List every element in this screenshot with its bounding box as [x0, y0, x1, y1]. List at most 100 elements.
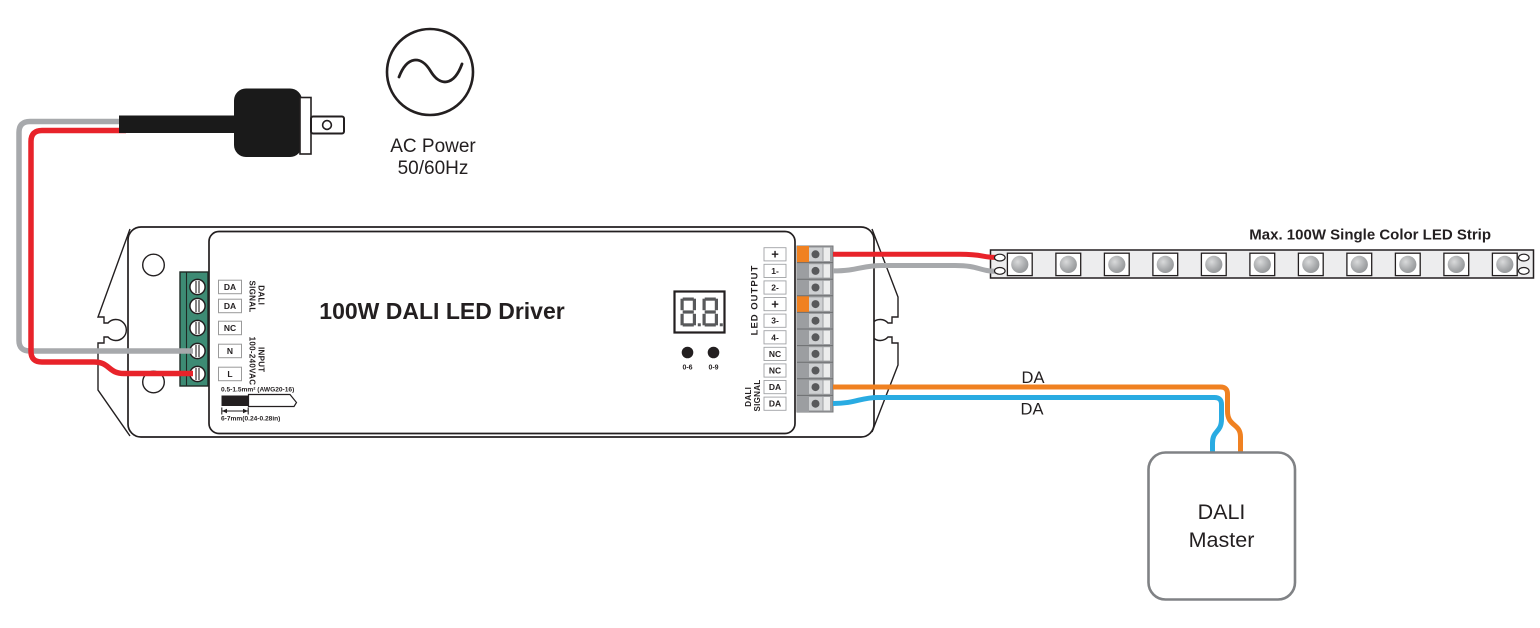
led-strip-label: Max. 100W Single Color LED Strip	[1249, 227, 1491, 244]
terminal-clamp	[797, 345, 809, 363]
ac-power-symbol: AC Power 50/60Hz	[385, 27, 476, 179]
led-chip-icon	[1108, 255, 1126, 273]
terminal-clamp	[797, 295, 809, 313]
terminal-wire-hole	[811, 383, 820, 392]
display-segment	[704, 323, 716, 327]
measure-arrow-left	[222, 408, 227, 414]
dali-master-line1: DALI	[1198, 500, 1246, 524]
dali-signal-output-line1: DALI	[744, 387, 753, 407]
strip-pad	[993, 266, 1006, 275]
led-chip-icon	[1011, 255, 1029, 273]
output-terminal-label: NC	[769, 366, 781, 376]
input-terminal-label: DA	[224, 301, 236, 311]
wire-spec-group: 0.5-1.5mm² (AWG20-16) 6-7mm(0.24-0.28in)	[221, 387, 298, 423]
display-segment	[704, 297, 716, 301]
plug-body-icon	[234, 88, 302, 157]
screw-terminal-icon	[189, 297, 206, 315]
led-chip-icon	[1447, 255, 1465, 273]
live-wire	[28, 127, 193, 377]
dali-signal-input-label: DALI SIGNAL	[247, 280, 265, 312]
sine-wave-icon	[397, 58, 464, 84]
address-display	[673, 290, 726, 334]
output-terminal-label-box	[763, 247, 787, 262]
display-segment	[680, 313, 684, 326]
output-terminal-label-box	[763, 380, 787, 395]
plug-prong-hole	[321, 119, 333, 131]
display-segment	[692, 313, 696, 326]
led-chip-icon	[1350, 255, 1368, 273]
display-segment	[702, 313, 706, 326]
display-frame	[673, 290, 726, 334]
output-terminal-label-box	[763, 297, 787, 312]
button-label-0-9: 0-9	[708, 365, 718, 372]
terminal-lever	[823, 380, 830, 394]
terminal-clamp	[797, 246, 809, 263]
terminal-lever	[823, 363, 830, 378]
mains-input-label: INPUT 100-240VAC	[247, 337, 265, 386]
output-terminal-label: 1-	[771, 266, 779, 276]
led-minus-wire	[832, 263, 999, 274]
input-terminal-label: L	[227, 369, 232, 379]
input-terminal-label-box	[218, 366, 242, 382]
led-chip-icon	[1253, 255, 1271, 273]
dali-da-wire-orange	[833, 384, 1243, 453]
display-segment	[682, 323, 694, 327]
output-terminal-label: 4-	[771, 332, 779, 342]
terminal-lever	[823, 264, 830, 278]
strip-pad	[993, 253, 1006, 262]
neutral-wire	[16, 118, 193, 354]
strip-pad	[1517, 253, 1530, 262]
terminal-lever	[823, 297, 830, 311]
input-terminal-label-box	[218, 343, 242, 359]
terminal-clamp	[797, 329, 809, 346]
screw-terminal-icon	[189, 278, 206, 296]
display-segment	[682, 297, 694, 301]
terminal-clamp	[797, 378, 809, 396]
display-segment	[682, 310, 694, 314]
led-chip-icon	[1059, 255, 1077, 273]
dali-da-wire-blue	[832, 395, 1224, 453]
plug-face	[299, 96, 312, 155]
button-label-0-6: 0-6	[682, 365, 692, 372]
led-chip-icon	[1302, 255, 1320, 273]
output-terminal-label-box	[763, 263, 787, 278]
output-terminal-label: NC	[769, 349, 781, 359]
output-terminal-label-box	[763, 363, 787, 378]
display-segment	[692, 298, 696, 311]
setting-button-0-9	[707, 346, 720, 359]
terminal-wire-hole	[811, 333, 820, 342]
strip-pads	[993, 253, 1530, 275]
terminal-wire-hole	[811, 266, 820, 275]
output-terminal-label: +	[771, 296, 779, 311]
da-bus-label-1: DA	[1022, 369, 1045, 387]
display-segment	[702, 298, 706, 311]
led-chip-icon	[1205, 255, 1223, 273]
ac-plug	[119, 88, 345, 157]
mounting-hole-top	[141, 253, 165, 277]
terminal-clamp	[797, 279, 809, 296]
dali-signal-input-line2: SIGNAL	[247, 280, 256, 312]
terminal-wire-hole	[811, 316, 820, 325]
screw-terminal-icon	[189, 319, 206, 337]
led-output-label: LED OUTPUT	[750, 265, 761, 336]
terminal-clamp	[797, 362, 809, 379]
terminal-lever	[823, 280, 830, 295]
output-terminal-label-box	[763, 280, 787, 295]
led-chip-icon	[1156, 255, 1174, 273]
output-terminal-label-box	[763, 313, 787, 328]
led-plus-wire	[833, 251, 999, 260]
input-terminal-label: DA	[224, 282, 236, 292]
terminal-lever	[823, 397, 830, 411]
dali-signal-input-line1: DALI	[257, 285, 266, 305]
dali-signal-output-label: DALI SIGNAL	[744, 379, 762, 411]
input-terminal-label: NC	[224, 323, 236, 333]
display-segment	[680, 298, 684, 311]
terminal-lever	[823, 247, 830, 261]
terminal-lever	[823, 314, 830, 328]
terminal-lever	[823, 347, 830, 361]
terminal-wire-hole	[811, 250, 820, 259]
